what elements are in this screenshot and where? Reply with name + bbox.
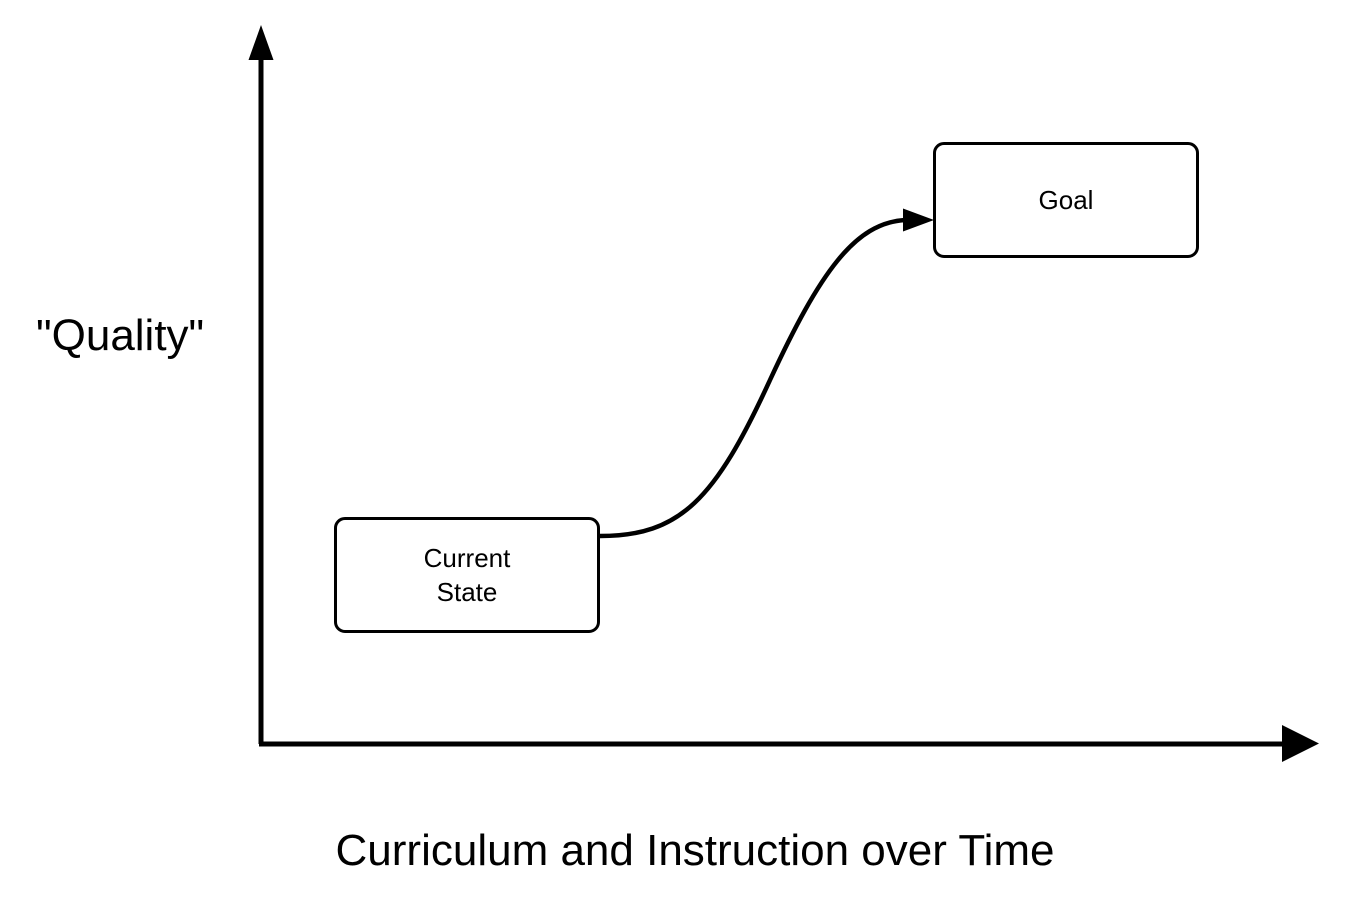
node-goal-label: Goal (1038, 184, 1094, 215)
y-axis-label: "Quality" (36, 311, 205, 360)
progress-curve (599, 217, 906, 539)
arrow-right-icon (1282, 725, 1319, 762)
connector-arrow-icon (903, 208, 934, 232)
node-current-state-label: Current State (423, 542, 511, 607)
arrow-up-icon (248, 25, 274, 60)
node-current-state[interactable]: Current State (334, 517, 600, 633)
node-goal[interactable]: Goal (933, 142, 1199, 258)
x-axis-label: Curriculum and Instruction over Time (335, 826, 1055, 875)
